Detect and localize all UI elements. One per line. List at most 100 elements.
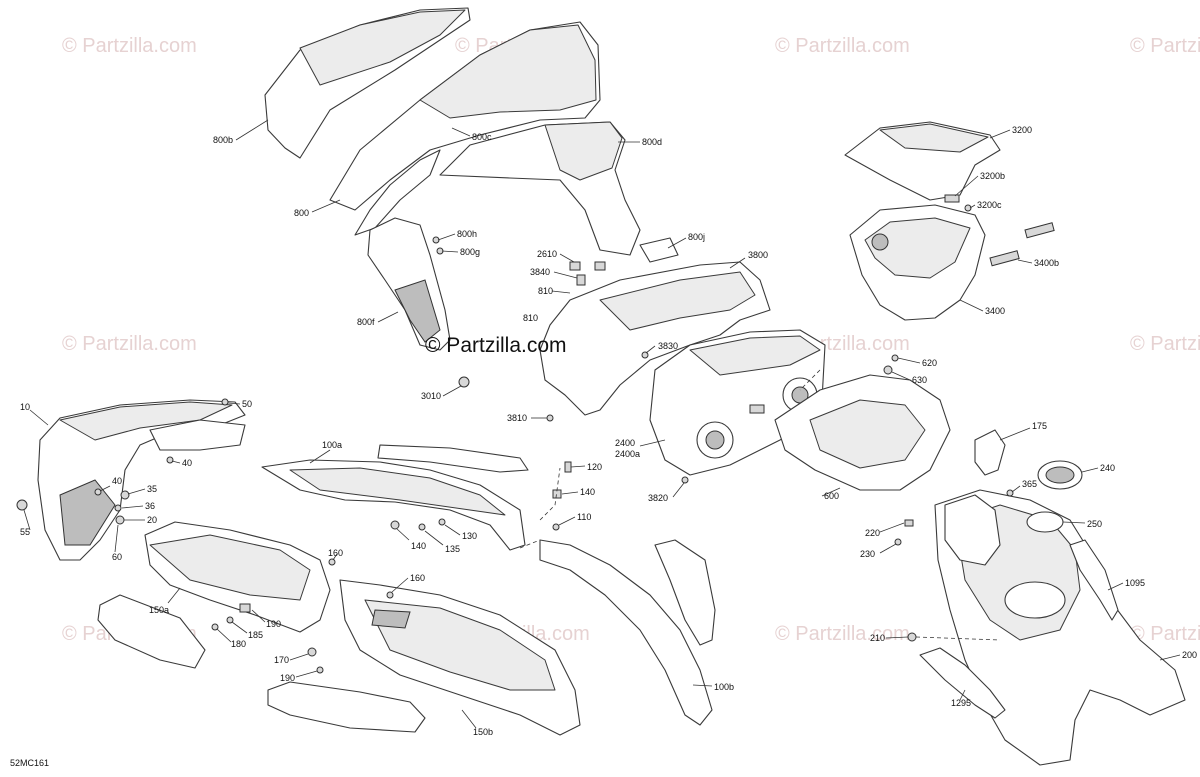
diagram-code: 52MC161 [10,758,49,768]
part-150a-panel [97,521,331,669]
screw-110-icon [552,523,560,531]
label-800h: 800h [457,229,477,239]
label-35: 35 [147,484,157,494]
label-800b: 800b [213,135,233,145]
screw-3820-icon [681,476,689,484]
label-140: 140 [580,487,595,497]
label-3810: 3810 [507,413,527,423]
label-100a: 100a [322,440,342,450]
center-watermark: © Partzilla.com [425,334,567,357]
label-10: 10 [20,402,30,412]
callout-labels: 800b 800c 800d 800 800h 800g 800j 800f 2… [20,125,1197,737]
part-800f-side-trim [367,217,470,388]
label-180: 180 [231,639,246,649]
screw-190b-icon [316,666,324,674]
label-3200c: 3200c [977,200,1002,210]
label-630: 630 [912,375,927,385]
leader-lines [23,119,1181,729]
part-3200-cover [844,121,1001,212]
label-100b: 100b [714,682,734,692]
latch-3200b-icon [944,194,960,203]
label-250: 250 [1087,519,1102,529]
watermark: © Partzilla.com [775,35,910,57]
label-810b: 810 [523,313,538,323]
screw-140-icon [390,520,400,530]
label-800: 800 [294,208,309,218]
label-3830: 3830 [658,341,678,351]
label-3840: 3840 [530,267,550,277]
screw-35-icon [120,490,130,500]
screw-40b-icon [94,488,102,496]
label-170: 170 [274,655,289,665]
label-110: 110 [577,512,591,522]
label-3800: 3800 [748,250,768,260]
label-3200b: 3200b [980,171,1005,181]
screw-170-icon [307,647,317,657]
label-220: 220 [865,528,880,538]
label-185: 185 [248,630,263,640]
label-620: 620 [922,358,937,368]
watermark: © Partzilla.com [1130,333,1200,355]
label-160b: 160 [410,573,425,583]
label-40b: 40 [112,476,122,486]
clip-220-icon [904,519,914,527]
screw-160-icon [328,558,336,566]
clip-2610b-icon [594,261,606,271]
label-3400: 3400 [985,306,1005,316]
screw-120-icon [564,461,572,473]
label-800c: 800c [472,132,492,142]
gasket-250-icon [1026,511,1064,533]
screw-3840-icon [576,274,586,286]
label-190b: 190 [280,673,295,683]
label-55: 55 [20,527,30,537]
label-800d: 800d [642,137,662,147]
part-3800-support [539,261,771,416]
hardware-markers [94,236,689,674]
watermark: © Partzilla.com [1130,623,1200,645]
part-150b-panel [267,579,581,736]
watermark: © Partzilla.com [775,623,910,645]
screw-20-icon [115,515,125,525]
label-50: 50 [242,399,252,409]
label-130: 130 [462,531,477,541]
label-1295: 1295 [951,698,971,708]
screw-230-icon [894,538,902,546]
screw-3830-icon [641,351,649,359]
part-800-fairing [264,7,601,236]
label-120: 120 [587,462,602,472]
screw-50-icon [221,398,229,406]
screw-160b-icon [386,591,394,599]
label-800j: 800j [688,232,705,242]
label-190: 190 [266,619,281,629]
screw-36-icon [114,504,122,512]
screw-185-icon [226,616,234,624]
label-3010: 3010 [421,391,441,401]
screw-630-icon [883,365,893,375]
label-150b: 150b [473,727,493,737]
screw-620-icon [891,354,899,362]
part-100b-trim [539,539,716,726]
label-2400: 2400 [615,438,635,448]
screw-40-icon [166,456,174,464]
part-200-console [894,429,1186,766]
watermark: © Partzilla.com [62,333,197,355]
label-240: 240 [1100,463,1115,473]
label-1095: 1095 [1125,578,1145,588]
label-3400b: 3400b [1034,258,1059,268]
label-365: 365 [1022,479,1037,489]
part-100a-trim [261,444,572,551]
label-800g: 800g [460,247,480,257]
label-36: 36 [145,501,155,511]
strip-3400b-icon [1024,222,1055,239]
screw-55-icon [16,499,28,511]
grommet-3010-icon [458,376,470,388]
label-175: 175 [1032,421,1047,431]
part-600-glovebox [774,354,951,491]
screw-3200c-icon [964,204,972,212]
label-2610: 2610 [537,249,557,259]
watermark: © Partzilla.com [62,35,197,57]
part-800d-side-panel [439,121,679,263]
part-3400-bin [849,204,1055,321]
clip-2610-icon [569,261,581,271]
